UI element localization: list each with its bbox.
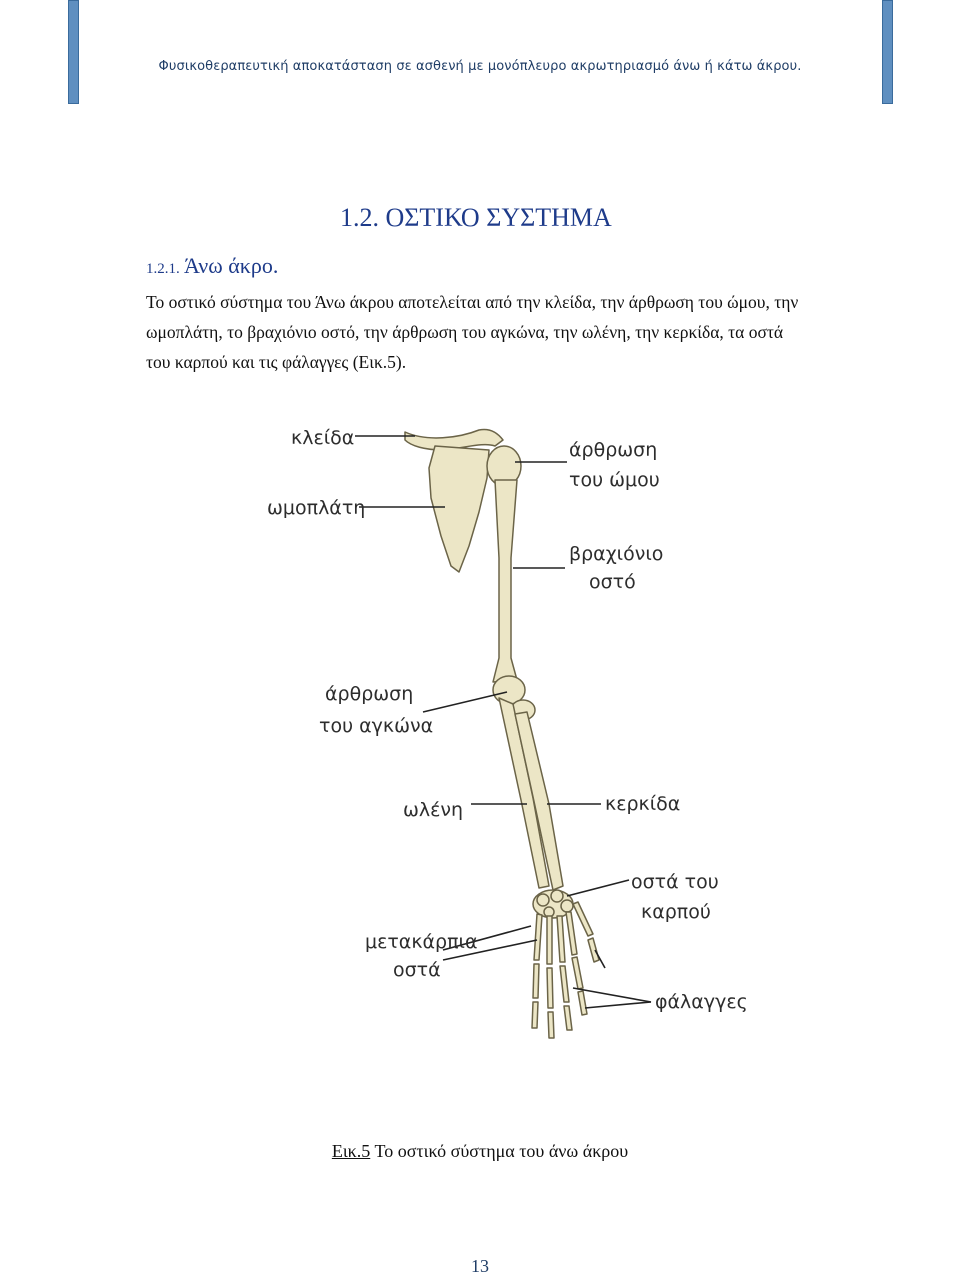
label-carpals-line2: καρπού [641,901,711,923]
subsection-title: 1.2.1. Άνω άκρο. [146,253,278,279]
page-number: 13 [471,1256,489,1276]
label-elbow-joint-line2: του αγκώνα [319,715,433,737]
phalanges-bones [532,963,540,999]
label-scapula: ωμοπλάτη [267,497,365,519]
humerus-bone [492,479,518,683]
label-phalanges: φάλαγγες [655,991,748,1013]
section-title: 1.2. ΟΣΤΙΚΟ ΣΥΣΤΗΜΑ [340,203,612,232]
subsection-number: 1.2.1. [146,261,180,277]
label-shoulder-joint-line1: άρθρωση [569,439,657,461]
label-radius: κερκίδα [605,793,680,815]
metacarpal-1 [533,913,543,961]
subsection-label: Άνω άκρο. [184,253,279,278]
figure-caption-ref: Εικ.5 [331,1141,371,1161]
label-humerus-line2: οστό [589,571,636,593]
arm-skeleton-figure: κλείδα ωμοπλάτη άρθρωση του ώμου βραχιόν… [197,388,803,1060]
running-header: Φυσικοθεραπευτική αποκατάσταση σε ασθενή… [158,59,802,74]
body-paragraph: Το οστικό σύστημα του Άνω άκρου αποτελεί… [146,292,799,372]
label-humerus-line1: βραχιόνιο [569,543,663,565]
header-decor-bar-right [882,0,893,104]
label-metacarpals-line1: μετακάρπια [365,931,478,953]
header-decor-bar-left [68,0,79,104]
arm-skeleton-illustration: κλείδα ωμοπλάτη άρθρωση του ώμου βραχιόν… [267,427,748,1039]
ulna-bone [498,697,550,889]
label-carpals-line1: οστά του [631,871,719,893]
label-ulna: ωλένη [403,799,463,821]
figure-caption-text: Το οστικό σύστημα του άνω άκρου [370,1141,629,1161]
label-shoulder-joint-line2: του ώμου [569,469,660,491]
radius-bone [514,711,564,891]
label-metacarpals-line2: οστά [393,959,441,981]
figure-caption: Εικ.5 Το οστικό σύστημα του άνω άκρου [0,1141,960,1162]
clavicle-bone [404,428,504,451]
label-elbow-joint-line1: άρθρωση [325,683,413,705]
scapula-bone [428,445,490,573]
label-clavicle: κλείδα [291,427,354,449]
